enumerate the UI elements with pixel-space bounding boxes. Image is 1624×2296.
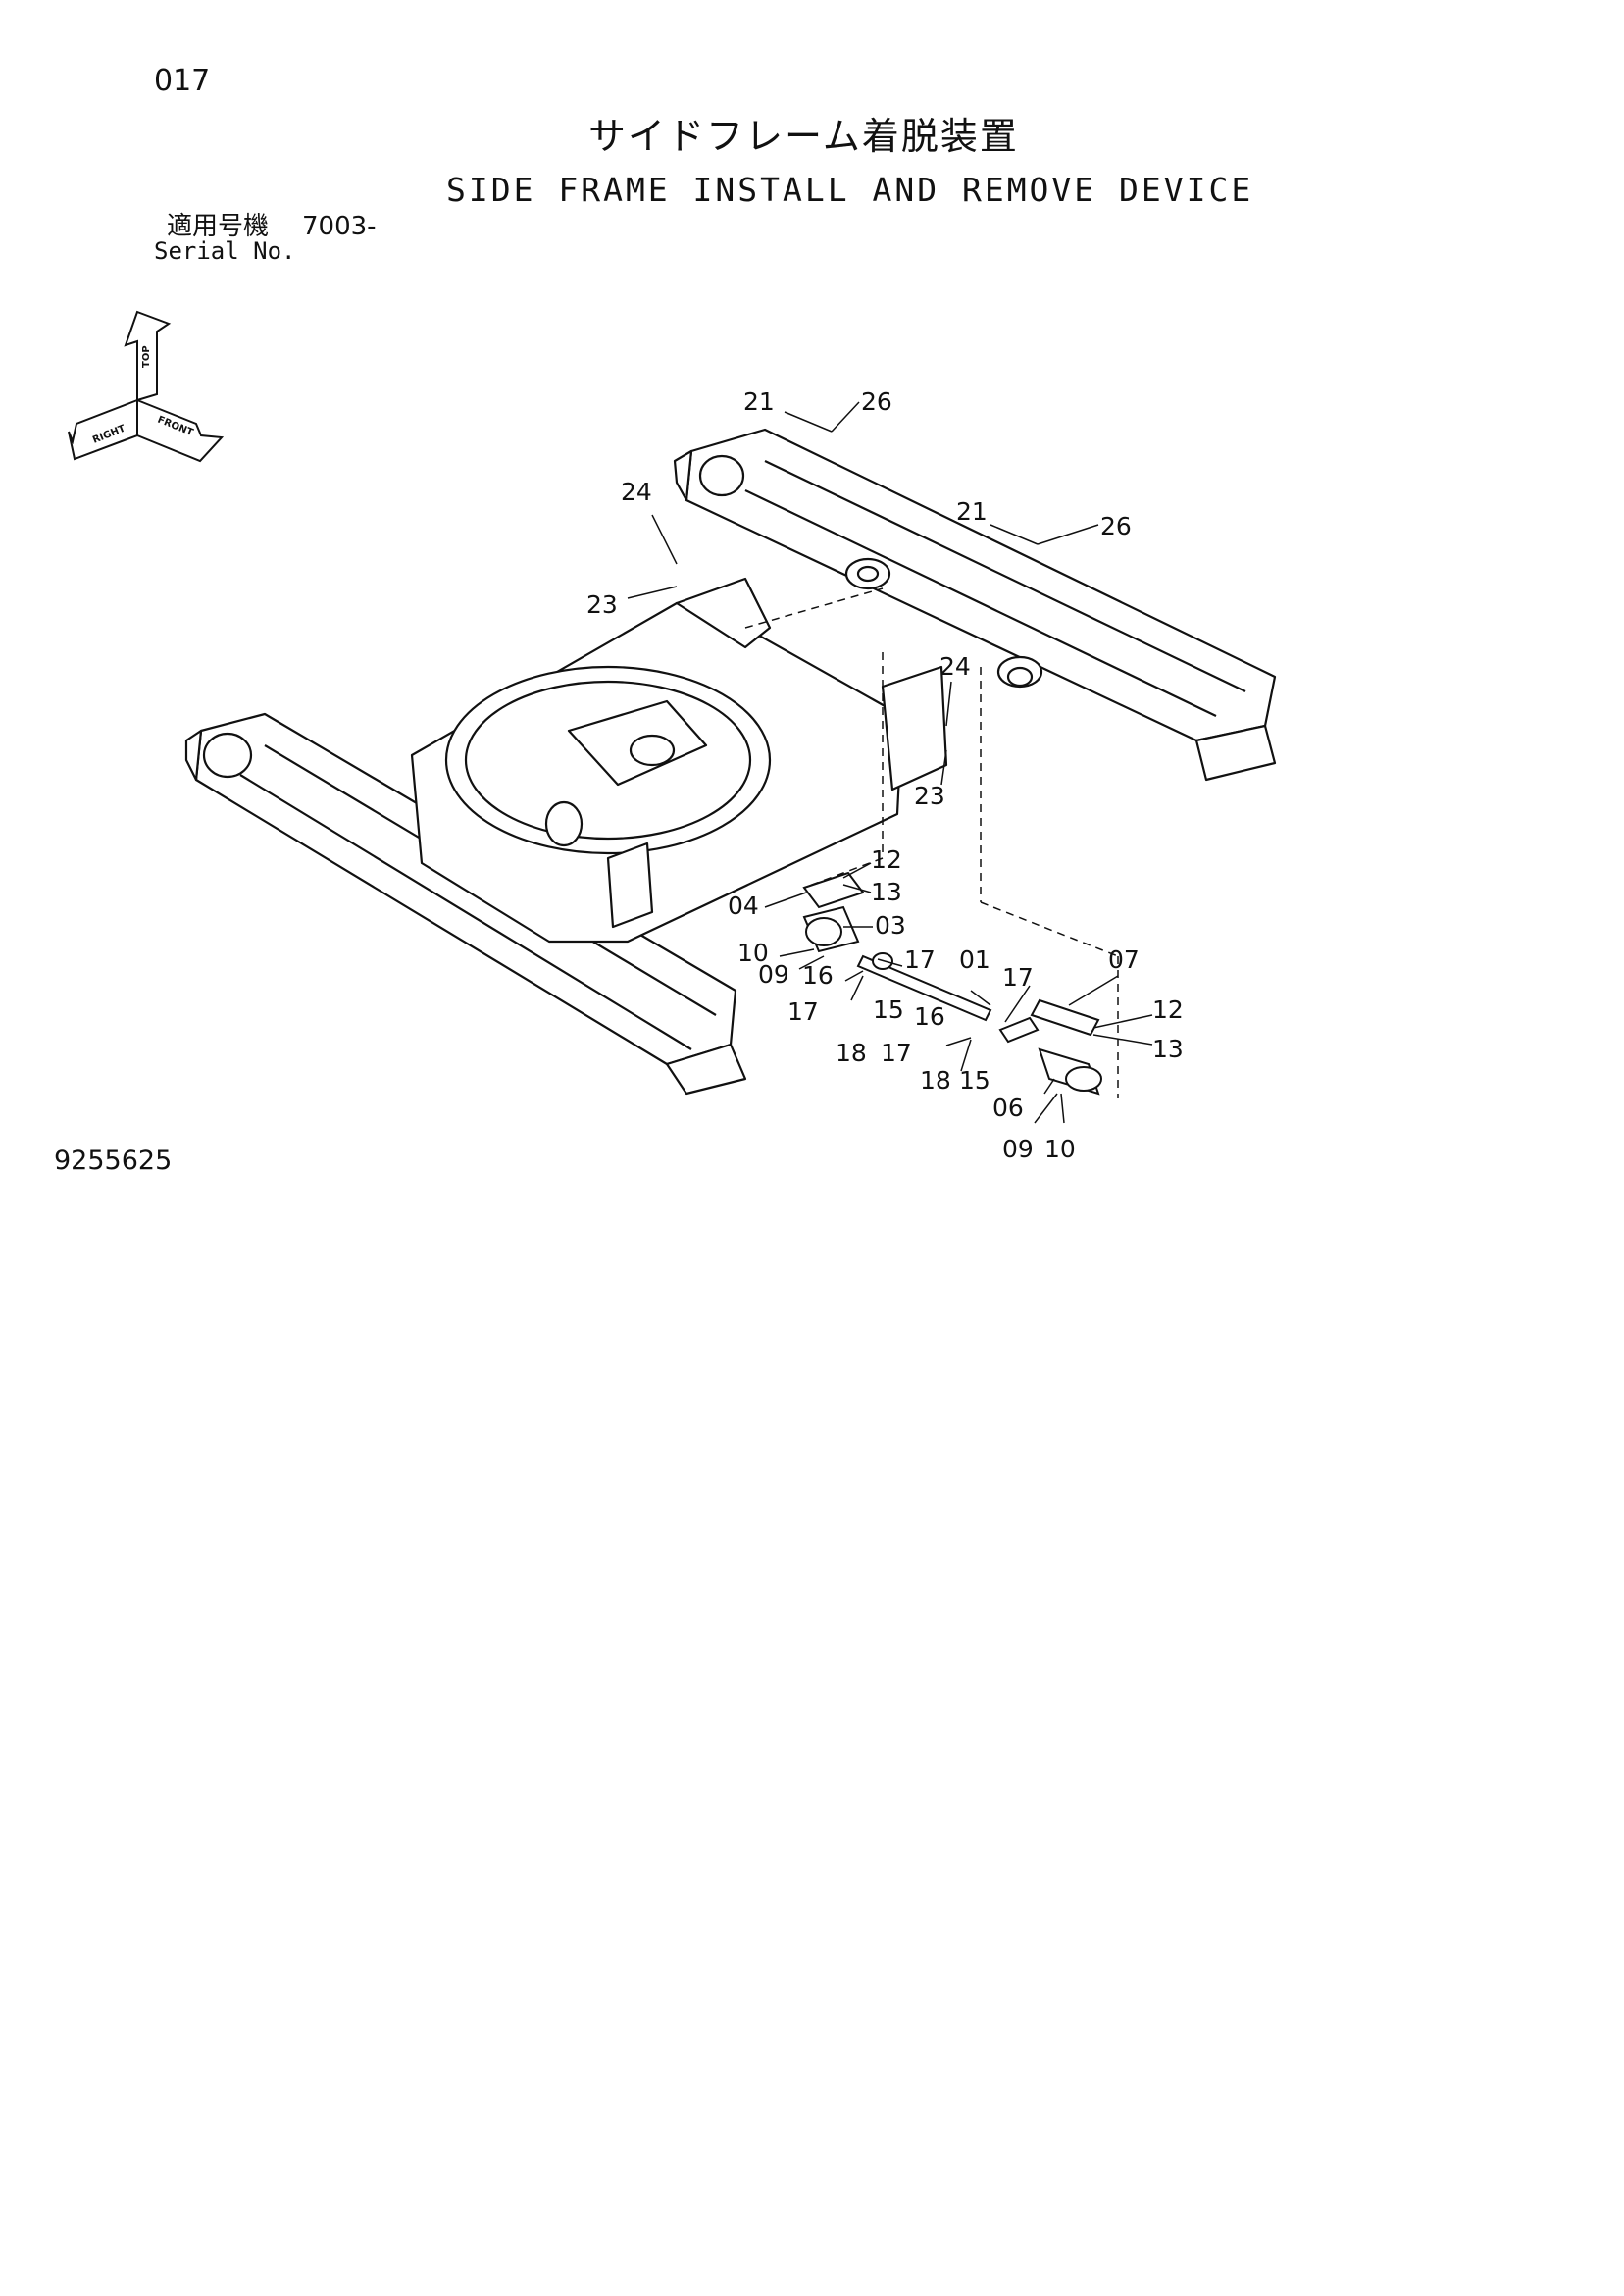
callout-label: 13	[1152, 1035, 1184, 1063]
document-number: 9255625	[54, 1146, 173, 1176]
serial-value: 7003-	[302, 212, 377, 241]
callout-label: 09	[758, 960, 789, 989]
guide-lines	[744, 587, 1119, 1098]
callout-label: 15	[873, 995, 904, 1024]
page-number: 017	[154, 64, 211, 98]
pin-part-15	[998, 1016, 1040, 1044]
plate-part-07	[1030, 998, 1100, 1037]
plate-part-04	[802, 871, 865, 909]
callout-label: 23	[586, 590, 618, 619]
callout-label: 06	[992, 1094, 1024, 1122]
callout-label: 04	[728, 892, 759, 920]
callout-label: 10	[1044, 1135, 1076, 1163]
callout-label: 17	[1002, 963, 1034, 992]
orientation-compass-icon: TOP RIGHT FRONT	[68, 310, 225, 463]
exploded-parts	[802, 871, 1102, 1096]
callout-label: 24	[621, 478, 652, 506]
callout-label: 13	[871, 878, 902, 906]
callout-label: 09	[1002, 1135, 1034, 1163]
callout-label: 23	[914, 782, 945, 810]
compass-top-label: TOP	[141, 345, 152, 368]
callout-label: 24	[939, 652, 971, 681]
callout-label: 21	[956, 497, 988, 526]
callout-label: 26	[861, 387, 892, 416]
callout-label: 21	[743, 387, 775, 416]
callout-label: 15	[959, 1066, 990, 1095]
callout-label: 03	[875, 911, 906, 940]
pin-part-01	[856, 954, 992, 1022]
callout-label: 16	[914, 1002, 945, 1031]
title-japanese: サイドフレーム着脱装置	[588, 115, 1019, 158]
callout-label: 17	[881, 1039, 912, 1067]
serial-label-english: Serial No.	[154, 237, 296, 265]
callout-label: 17	[904, 945, 936, 974]
callout-label: 12	[1152, 995, 1184, 1024]
undercarriage-frame-drawing	[184, 428, 1277, 1096]
callout-labels: 21 26 21 26 24 23 24 23 12 13 04 03 10 0…	[586, 387, 1184, 1163]
serial-label-japanese: 適用号機	[167, 212, 270, 241]
callout-label: 12	[871, 845, 902, 874]
callout-label: 16	[802, 961, 834, 990]
callout-label: 18	[920, 1066, 951, 1095]
callout-label: 01	[959, 945, 990, 974]
callout-label: 26	[1100, 512, 1132, 540]
callout-label: 17	[787, 997, 819, 1026]
callout-label: 07	[1108, 945, 1140, 974]
callout-label: 10	[737, 939, 769, 967]
leader-lines	[627, 401, 1153, 1124]
title-english: SIDE FRAME INSTALL AND REMOVE DEVICE	[446, 171, 1254, 209]
callout-label: 18	[836, 1039, 867, 1067]
